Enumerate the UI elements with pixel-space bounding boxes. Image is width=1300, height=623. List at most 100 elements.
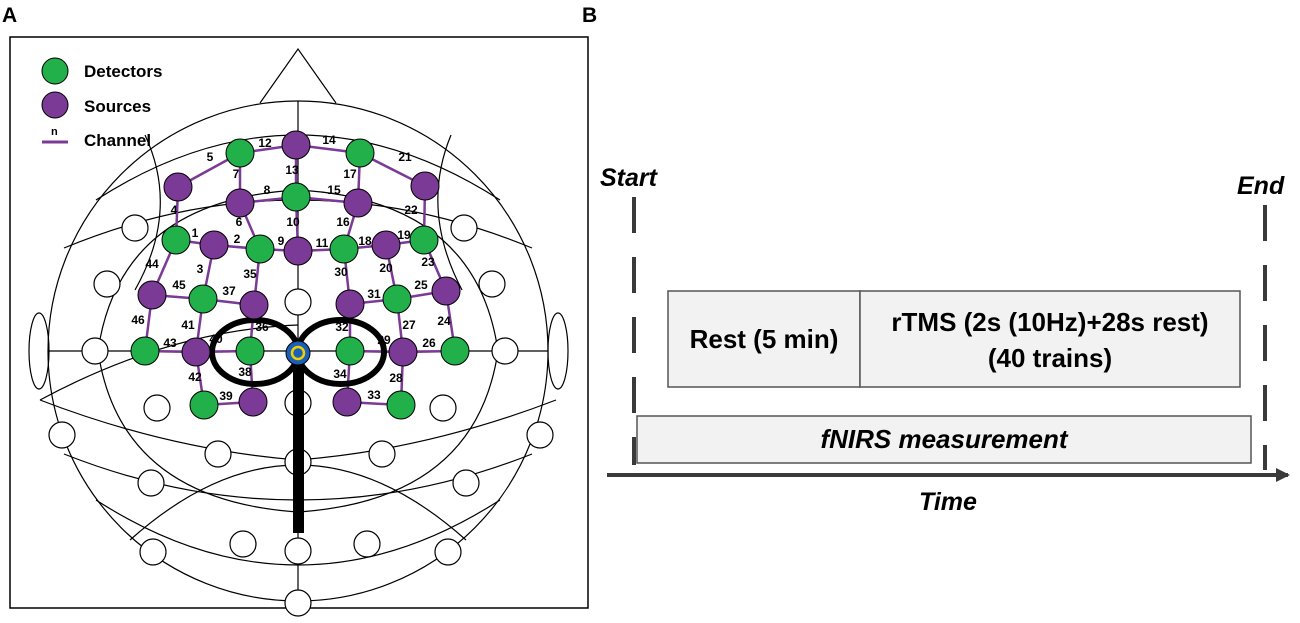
rest-block-label: Rest (5 min) xyxy=(690,324,839,354)
channel-number-38: 38 xyxy=(238,365,252,379)
channel-number-23: 23 xyxy=(421,255,435,269)
source-s3 xyxy=(410,171,440,201)
channel-number-44: 44 xyxy=(145,257,159,271)
channel-number-10: 10 xyxy=(286,215,300,229)
electrode-positions xyxy=(48,214,554,617)
channel-number-3: 3 xyxy=(197,262,204,276)
fnirs-block-label: fNIRS measurement xyxy=(820,424,1068,454)
electrode-position xyxy=(93,270,121,298)
rtms-block-label-line2: (40 trains) xyxy=(988,343,1112,373)
detector-d15 xyxy=(386,390,416,420)
electrode-position xyxy=(429,394,457,422)
channel-number-39: 39 xyxy=(219,389,233,403)
channel-number-8: 8 xyxy=(264,183,271,197)
electrode-position xyxy=(204,440,232,468)
channel-number-1: 1 xyxy=(192,226,199,240)
rtms-block-label-line1: rTMS (2s (10Hz)+28s rest) xyxy=(891,307,1208,337)
electrode-position xyxy=(81,337,109,365)
electrode-position xyxy=(137,469,165,497)
channel-number-42: 42 xyxy=(188,370,202,384)
detector-d6 xyxy=(329,234,359,264)
channel-number-41: 41 xyxy=(181,318,195,332)
source-s14 xyxy=(388,337,418,367)
electrode-position xyxy=(284,589,312,617)
electrode-position xyxy=(229,530,257,558)
grid-arc xyxy=(437,134,463,291)
electrode-position xyxy=(491,337,519,365)
channel-number-37: 37 xyxy=(222,284,236,298)
rtms-block xyxy=(859,290,1241,388)
electrode-position xyxy=(452,469,480,497)
legend-detectors-label: Detectors xyxy=(84,62,162,81)
legend-source-swatch xyxy=(41,91,69,119)
legend-sources-label: Sources xyxy=(84,97,151,116)
source-s11 xyxy=(335,289,365,319)
start-label: Start xyxy=(600,164,659,192)
channel-number-22: 22 xyxy=(404,203,418,217)
right-ear xyxy=(547,312,569,390)
channel-number-29: 29 xyxy=(377,333,391,347)
source-s5 xyxy=(343,188,373,218)
channel-number-30: 30 xyxy=(334,265,348,279)
fnirs-block xyxy=(636,415,1252,464)
legend-detector-swatch xyxy=(41,57,69,85)
channel-number-28: 28 xyxy=(389,371,403,385)
stimulation-target xyxy=(285,340,311,366)
channel-number-43: 43 xyxy=(163,336,177,350)
electrode-position xyxy=(353,530,381,558)
source-s8 xyxy=(371,230,401,260)
electrode-position xyxy=(121,214,149,242)
channel-number-21: 21 xyxy=(398,150,412,164)
detector-d7 xyxy=(409,225,439,255)
electrode-position xyxy=(526,421,554,449)
channel-number-34: 34 xyxy=(333,367,347,381)
grid-arc xyxy=(95,499,501,566)
source-s4 xyxy=(225,188,255,218)
electrode-position xyxy=(478,270,506,298)
panel-b-letter: B xyxy=(582,4,597,27)
end-label: End xyxy=(1237,172,1285,200)
left-ear xyxy=(28,312,50,390)
detector-d11 xyxy=(235,336,265,366)
channel-number-40: 40 xyxy=(209,332,223,346)
legend-channel-symbol: n xyxy=(51,126,58,138)
detector-d9 xyxy=(382,284,412,314)
detector-d13 xyxy=(440,336,470,366)
electrode-position xyxy=(450,214,478,242)
electrode-position xyxy=(143,394,171,422)
channel-number-17: 17 xyxy=(343,167,357,181)
detector-d5 xyxy=(245,234,275,264)
channel-number-6: 6 xyxy=(236,215,243,229)
target-cz-ring xyxy=(290,345,306,361)
electrode-position xyxy=(368,440,396,468)
channel-number-19: 19 xyxy=(397,228,411,242)
detector-d8 xyxy=(188,284,218,314)
detector-d4 xyxy=(161,225,191,255)
source-s6 xyxy=(199,230,229,260)
channel-number-24: 24 xyxy=(437,314,451,328)
channel-number-13: 13 xyxy=(285,163,299,177)
channel-number-31: 31 xyxy=(367,287,381,301)
channel-number-35: 35 xyxy=(243,267,257,281)
detector-d12 xyxy=(335,336,365,366)
panel-a-letter: A xyxy=(2,4,17,27)
detector-d2 xyxy=(345,138,375,168)
channel-number-16: 16 xyxy=(336,215,350,229)
target-cz-dot xyxy=(285,340,311,366)
legend: Detectors Sources n Channel xyxy=(41,57,162,150)
channel-number-11: 11 xyxy=(316,236,329,250)
channel-number-46: 46 xyxy=(131,313,145,327)
source-s15 xyxy=(238,387,268,417)
grid-arc xyxy=(39,324,299,401)
source-s13 xyxy=(181,337,211,367)
channel-number-2: 2 xyxy=(234,232,241,246)
detector-d10 xyxy=(130,336,160,366)
channel-number-20: 20 xyxy=(379,261,393,275)
channel-number-12: 12 xyxy=(258,136,272,150)
channel-number-33: 33 xyxy=(367,388,381,402)
channel-number-45: 45 xyxy=(172,278,186,292)
channel-number-5: 5 xyxy=(207,150,214,164)
channel-number-36: 36 xyxy=(255,320,269,334)
